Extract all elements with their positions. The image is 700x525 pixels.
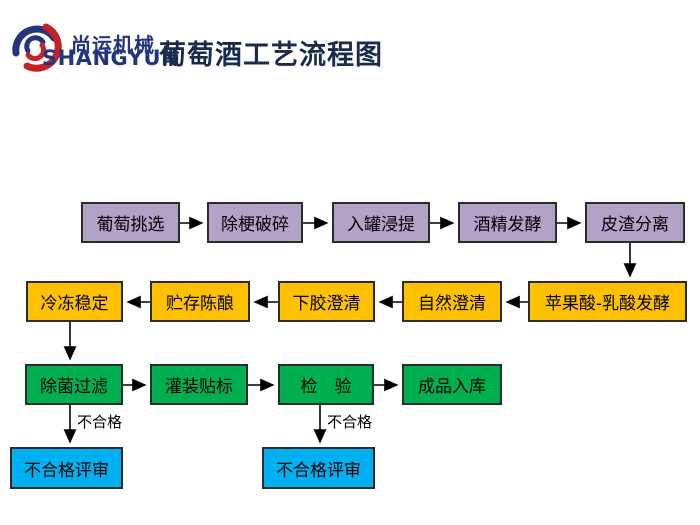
node-product-warehousing: 成品入库 <box>402 364 502 405</box>
brand-name-chinese: 尚运机械 <box>71 33 155 57</box>
node-filling-labeling: 灌装贴标 <box>150 364 248 405</box>
node-alcoholic-fermentation: 酒精发酵 <box>458 202 557 243</box>
node-fining-clarification: 下胶澄清 <box>278 281 375 322</box>
node-cold-stabilization: 冷冻稳定 <box>26 281 123 322</box>
node-sterile-filtration: 除菌过滤 <box>25 364 123 405</box>
edge-label-fail-1: 不合格 <box>77 413 123 431</box>
node-malolactic-fermentation: 苹果酸-乳酸发酵 <box>528 281 687 322</box>
node-nonconforming-review-2: 不合格评审 <box>262 447 375 489</box>
edge-label-fail-2: 不合格 <box>327 413 373 431</box>
node-inspection: 检 验 <box>278 364 374 405</box>
shangyun-logo-icon <box>12 23 62 72</box>
brand-name-english: SHANGYUN <box>42 46 180 70</box>
node-destem-crush: 除梗破碎 <box>207 202 303 243</box>
node-grape-selection: 葡萄挑选 <box>81 202 180 243</box>
page-title: 葡萄酒工艺流程图 <box>159 40 383 71</box>
node-nonconforming-review-1: 不合格评审 <box>10 447 123 489</box>
node-storage-aging: 贮存陈酿 <box>150 281 250 322</box>
node-tank-maceration: 入罐浸提 <box>332 202 430 243</box>
node-natural-clarification: 自然澄清 <box>402 281 502 322</box>
node-pomace-separation: 皮渣分离 <box>585 202 685 243</box>
